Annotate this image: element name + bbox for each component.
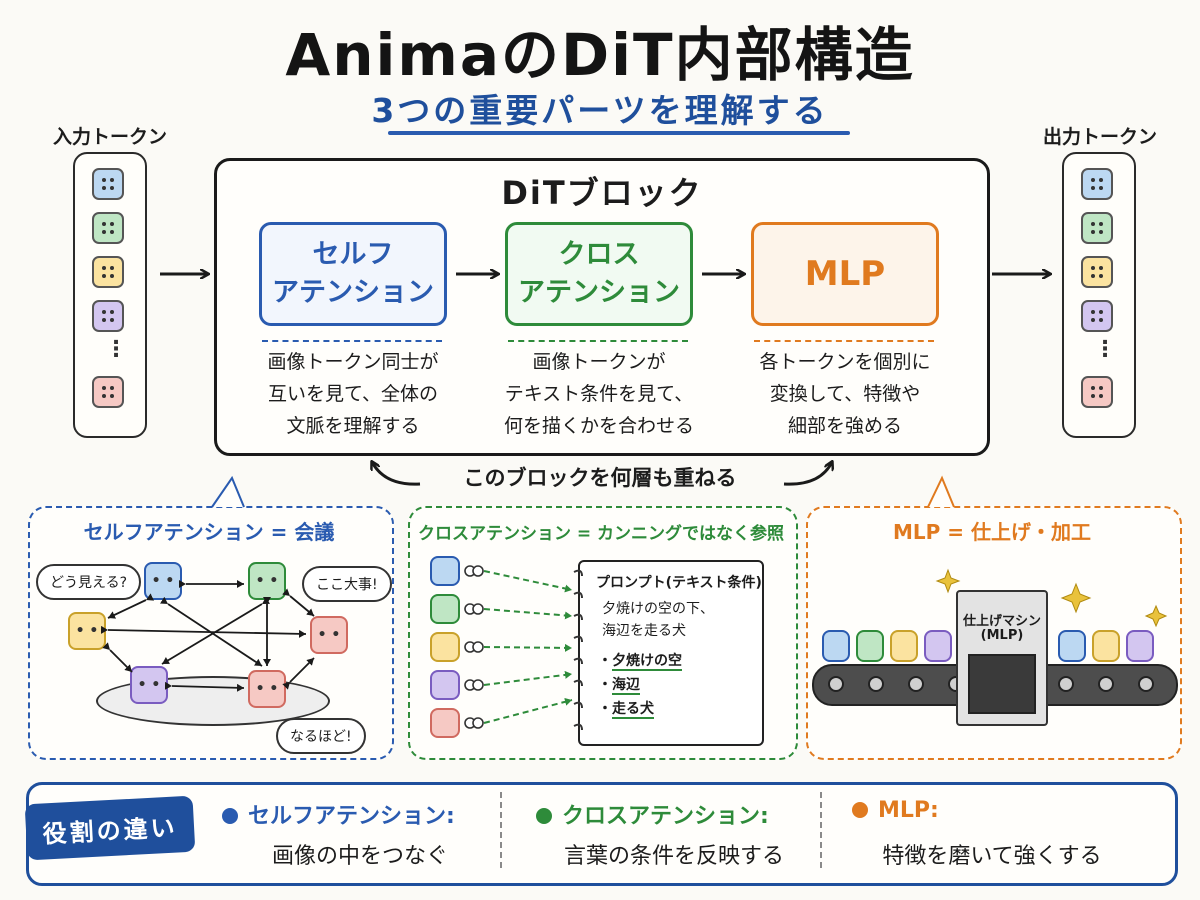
loop-caption: このブロックを何層も重ねる <box>463 466 737 490</box>
speech-bubble-icon <box>927 475 955 508</box>
machine-opening <box>968 654 1036 714</box>
input-tokens-label: 入力トークン <box>52 126 167 148</box>
output-tokens-label: 出力トークン <box>1042 126 1157 148</box>
loop-arrow-icon <box>372 462 421 486</box>
mlp-input-token-2 <box>856 630 884 662</box>
speech-bubble-icon <box>211 475 245 508</box>
summary-bar <box>26 782 1178 886</box>
speech-bubble-i-see: なるほど! <box>276 718 366 754</box>
summary-mlp-head-text: MLP: <box>878 798 939 823</box>
notebook-line-1: 夕焼けの空の下、 <box>602 601 714 617</box>
notebook-item-2: ・海辺 <box>598 674 640 696</box>
roller <box>868 676 884 692</box>
summary-mlp-body: 特徴を磨いて強くする <box>882 844 1102 869</box>
cross-attention-divider <box>508 340 688 342</box>
cross-face-4 <box>430 670 460 700</box>
input-token-4 <box>92 300 124 332</box>
prompt-notebook: プロンプト(テキスト条件) 夕焼けの空の下、 海辺を走る犬 ・夕焼けの空 ・海辺… <box>578 560 764 746</box>
self-attention-module: セルフ アテンション <box>259 222 447 326</box>
mlp-input-token-4 <box>924 630 952 662</box>
summary-self-body: 画像の中をつなぐ <box>271 844 448 869</box>
output-token-column: ⋮ <box>1062 152 1136 438</box>
sparkle-icon <box>935 568 1168 628</box>
notebook-title: プロンプト(テキスト条件) <box>596 575 762 591</box>
subtitle-underline <box>388 131 850 135</box>
roller <box>908 676 924 692</box>
face-red: • • <box>310 616 348 654</box>
output-token-4 <box>1081 300 1113 332</box>
self-dot-icon <box>222 808 238 824</box>
cross-attention-arrows <box>483 570 573 724</box>
roller <box>1058 676 1074 692</box>
mlp-input-token-1 <box>822 630 850 662</box>
output-token-1 <box>1081 168 1113 200</box>
summary-separator <box>500 792 502 868</box>
bullet-mark: ・ <box>598 701 612 717</box>
mlp-description: 各トークンを個別に 変換して、特徴や 細部を強める <box>759 351 931 437</box>
mlp-dot-icon <box>852 802 868 818</box>
bullet-mark: ・ <box>598 653 612 669</box>
self-attention-divider <box>262 340 442 342</box>
dit-block-title: DiTブロック <box>501 174 703 212</box>
summary-cross-head-text: クロスアテンション: <box>562 804 769 829</box>
notebook-line-2: 海辺を走る犬 <box>602 623 686 639</box>
mlp-panel-title: MLP = 仕上げ・加工 <box>893 520 1091 544</box>
mlp-output-token-3 <box>1126 630 1154 662</box>
meeting-connections <box>100 580 315 692</box>
mlp-output-token-1 <box>1058 630 1086 662</box>
bullet-mark: ・ <box>598 677 612 693</box>
summary-mlp-head: MLP: <box>852 798 939 823</box>
loop-arrow-icon <box>783 462 832 486</box>
cross-attention-module: クロス アテンション <box>505 222 693 326</box>
face-pink: • • <box>248 670 286 708</box>
notebook-item-1: ・夕焼けの空 <box>598 650 682 672</box>
finishing-machine: 仕上げマシン (MLP) <box>956 590 1048 726</box>
notebook-spiral <box>573 569 583 731</box>
self-attention-description: 画像トークン同士が 互いを見て、全体の 文脈を理解する <box>267 351 439 437</box>
input-token-1 <box>92 168 124 200</box>
cross-dot-icon <box>536 808 552 824</box>
notebook-item-1-text: 夕焼けの空 <box>612 653 682 671</box>
summary-self-head-text: セルフアテンション: <box>248 804 455 829</box>
machine-label-1: 仕上げマシン <box>962 614 1041 629</box>
output-token-2 <box>1081 212 1113 244</box>
eye-icons <box>464 565 484 729</box>
self-panel-title: セルフアテンション = 会議 <box>83 520 335 544</box>
page-subtitle: 3つの重要パーツを理解する <box>371 91 829 130</box>
input-token-2 <box>92 212 124 244</box>
cross-face-5 <box>430 708 460 738</box>
mlp-divider <box>754 340 934 342</box>
input-token-3 <box>92 256 124 288</box>
summary-self-head: セルフアテンション: <box>222 798 455 830</box>
summary-cross-body: 言葉の条件を反映する <box>563 844 784 869</box>
mlp-output-token-2 <box>1092 630 1120 662</box>
notebook-item-3: ・走る犬 <box>598 698 654 720</box>
page-title: AnimaのDiT内部構造 <box>285 21 915 89</box>
mlp-module: MLP <box>751 222 939 326</box>
output-token-5 <box>1081 376 1113 408</box>
summary-separator <box>820 792 822 868</box>
machine-label-2: (MLP) <box>980 628 1024 643</box>
cross-face-1 <box>430 556 460 586</box>
output-token-3 <box>1081 256 1113 288</box>
cross-face-2 <box>430 594 460 624</box>
roller <box>828 676 844 692</box>
summary-cross-head: クロスアテンション: <box>536 798 769 830</box>
mlp-input-token-3 <box>890 630 918 662</box>
input-token-5 <box>92 376 124 408</box>
roller <box>1098 676 1114 692</box>
notebook-item-3-text: 走る犬 <box>612 701 654 719</box>
cross-face-3 <box>430 632 460 662</box>
speech-bubble-important: ここ大事! <box>302 566 392 602</box>
cross-attention-description: 画像トークンが テキスト条件を見て、 何を描くかを合わせる <box>503 351 694 437</box>
roller <box>1138 676 1154 692</box>
cross-panel-title: クロスアテンション = カンニングではなく参照 <box>417 524 785 544</box>
notebook-item-2-text: 海辺 <box>612 677 640 695</box>
input-token-column: ⋮ <box>73 152 147 438</box>
